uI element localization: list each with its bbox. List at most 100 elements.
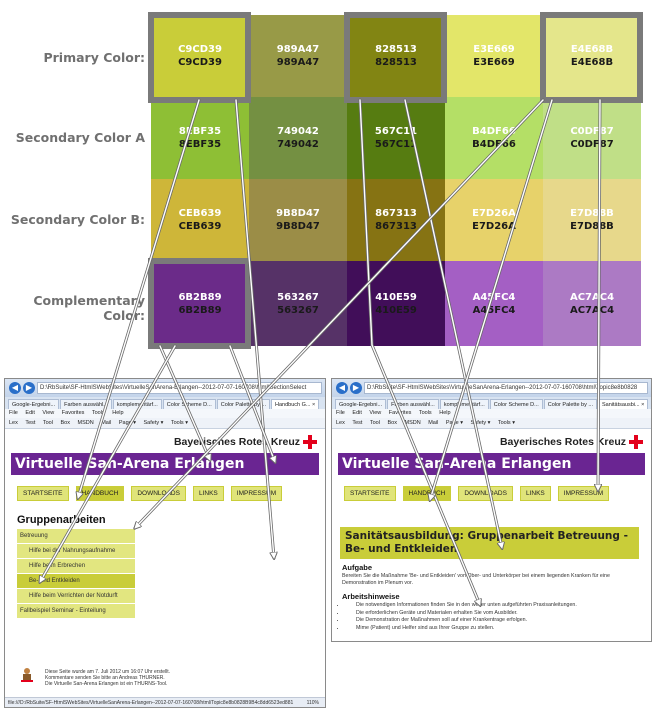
nav-impressum[interactable]: IMPRESSUM — [557, 486, 610, 501]
fav-box[interactable]: Box — [60, 420, 70, 426]
swatch-hex-label: E7D26A — [472, 208, 516, 219]
safety-menu[interactable]: Safety ▾ — [143, 420, 164, 426]
tab-item[interactable]: Farben auswähl... — [387, 399, 439, 409]
menu-file[interactable]: File — [336, 410, 345, 416]
fav-box[interactable]: Box — [387, 420, 397, 426]
page-menu[interactable]: Page ▾ — [118, 420, 136, 426]
row-label-secondary-a: Secondary Color A — [15, 130, 145, 145]
nav-links[interactable]: LINKS — [192, 486, 224, 501]
tab-item-active[interactable]: Handbuch G... × — [270, 399, 320, 409]
nav-handbuch[interactable]: HANDBUCH — [402, 486, 452, 501]
fav-mail[interactable]: Mail — [101, 420, 112, 426]
fav-msdn[interactable]: MSDN — [77, 420, 94, 426]
tab-item[interactable]: komplementärf... — [112, 399, 162, 409]
tab-item[interactable]: Farben auswähl... — [60, 399, 112, 409]
menu-favorites[interactable]: Favorites — [388, 410, 412, 416]
tab-item[interactable]: komplementärf... — [439, 399, 489, 409]
menu-favorites[interactable]: Favorites — [61, 410, 85, 416]
nav-startseite[interactable]: STARTSEITE — [344, 486, 396, 501]
menu-view[interactable]: View — [42, 410, 55, 416]
status-bar: file:///D:/RbSuite/SF-HtmlSWebSites/Virt… — [5, 697, 325, 707]
tab-item[interactable]: Color Palette by ... — [216, 399, 270, 409]
task-title: Aufgabe — [342, 563, 372, 572]
nav-impressum[interactable]: IMPRESSUM — [230, 486, 283, 501]
nav-startseite[interactable]: STARTSEITE — [17, 486, 69, 501]
swatch-hex-label: AC7AC4 — [569, 304, 615, 316]
nav-handbuch[interactable]: HANDBUCH — [75, 486, 125, 501]
tools-menu[interactable]: Tools ▾ — [497, 420, 515, 426]
side-menu: Betreuung Hilfe bei der Nahrungsaufnahme… — [17, 529, 135, 619]
main-nav: STARTSEITE HANDBUCH DOWNLOADS LINKS IMPR… — [344, 486, 616, 501]
tools-menu[interactable]: Tools ▾ — [170, 420, 188, 426]
swatch-hex-label: 989A47 — [276, 44, 320, 55]
hint-item: Mime (Patient) und Helfer sind aus Ihrer… — [346, 625, 639, 633]
menu-item-nahrungsaufnahme[interactable]: Hilfe bei der Nahrungsaufnahme — [17, 544, 135, 558]
back-icon[interactable]: ◀ — [9, 382, 21, 394]
swatch-hex-label: 410E59 — [375, 291, 417, 303]
fav-lex[interactable]: Lex — [9, 420, 18, 426]
tab-item[interactable]: Color Palette by ... — [543, 399, 597, 409]
tab-strip: Google-Ergebni... Farben auswähl... komp… — [332, 397, 651, 409]
page-menu[interactable]: Page ▾ — [445, 420, 463, 426]
nav-downloads[interactable]: DOWNLOADS — [458, 486, 513, 501]
nav-downloads[interactable]: DOWNLOADS — [131, 486, 186, 501]
menu-help[interactable]: Help — [112, 410, 124, 416]
swatch-hex-label: E3E669 — [473, 57, 515, 68]
row-label-secondary-b: Secondary Color B: — [10, 212, 145, 227]
fav-msdn[interactable]: MSDN — [404, 420, 421, 426]
title-bar: ◀ ▶ D:\RbSuite\SF-HtmlSWebSites\Virtuell… — [332, 379, 651, 397]
tab-item[interactable]: Color Scheme D... — [489, 399, 543, 409]
org-label: Bayerisches Rotes Kreuz — [499, 435, 626, 448]
org-name: Bayerisches Rotes Kreuz — [174, 435, 317, 449]
menu-edit[interactable]: Edit — [25, 410, 35, 416]
tab-item[interactable]: Color Scheme D... — [162, 399, 216, 409]
menu-item-notdurft[interactable]: Hilfe beim Verrichten der Notdurft — [17, 589, 135, 603]
tab-item[interactable]: Google-Ergebni... — [335, 399, 387, 409]
menu-help[interactable]: Help — [439, 410, 451, 416]
footer-icon — [19, 667, 35, 683]
menu-item-erbrechen[interactable]: Hilfe beim Erbrechen — [17, 559, 135, 573]
menu-view[interactable]: View — [369, 410, 382, 416]
forward-icon[interactable]: ▶ — [23, 382, 35, 394]
title-bar: ◀ ▶ D:\RbSuite\SF-HtmlSWebSites\Virtuell… — [5, 379, 325, 397]
menu-file[interactable]: File — [9, 410, 18, 416]
menu-item-fallbeispiel[interactable]: Fallbeispiel Seminar - Einteilung — [17, 604, 135, 618]
menu-bar: File Edit View Favorites Tools Help — [332, 409, 651, 418]
fav-mail[interactable]: Mail — [428, 420, 439, 426]
forward-icon[interactable]: ▶ — [350, 382, 362, 394]
menu-tools[interactable]: Tools — [91, 410, 105, 416]
hint-item: Die erforderlichen Geräte und Materialen… — [346, 610, 639, 618]
swatch-hex-label: C0DF87 — [570, 126, 614, 137]
tab-item-active[interactable]: Sanitätsausbi... × — [597, 399, 649, 409]
fav-lex[interactable]: Lex — [336, 420, 345, 426]
footer-text: Diese Seite wurde am 7. Juli 2012 um 16:… — [45, 669, 170, 687]
nav-links[interactable]: LINKS — [519, 486, 551, 501]
hint-item: Die Demonstration der Maßnahmen soll auf… — [346, 617, 639, 625]
menu-tools[interactable]: Tools — [418, 410, 432, 416]
swatch-hex-label: 6B2B89 — [178, 291, 222, 303]
hint-item: Die notwendigen Informationen finden Sie… — [346, 602, 639, 610]
swatch-hex-label: A45FC4 — [472, 291, 516, 303]
fav-test[interactable]: Test — [352, 420, 363, 426]
address-bar[interactable]: D:\RbSuite\SF-HtmlSWebSites\VirtuelleSan… — [37, 382, 322, 394]
tab-item[interactable]: Google-Ergebni... — [8, 399, 60, 409]
zoom-level[interactable]: 110% — [306, 700, 319, 706]
safety-menu[interactable]: Safety ▾ — [470, 420, 491, 426]
menu-item-entkleiden[interactable]: Be- und Entkleiden — [17, 574, 135, 588]
menu-edit[interactable]: Edit — [352, 410, 362, 416]
fav-tool[interactable]: Tool — [369, 420, 380, 426]
menu-item-betreuung[interactable]: Betreuung — [17, 529, 135, 543]
back-icon[interactable]: ◀ — [336, 382, 348, 394]
fav-tool[interactable]: Tool — [42, 420, 53, 426]
fav-test[interactable]: Test — [25, 420, 36, 426]
address-bar[interactable]: D:\RbSuite\SF-HtmlSWebSites\VirtuelleSan… — [364, 382, 648, 394]
